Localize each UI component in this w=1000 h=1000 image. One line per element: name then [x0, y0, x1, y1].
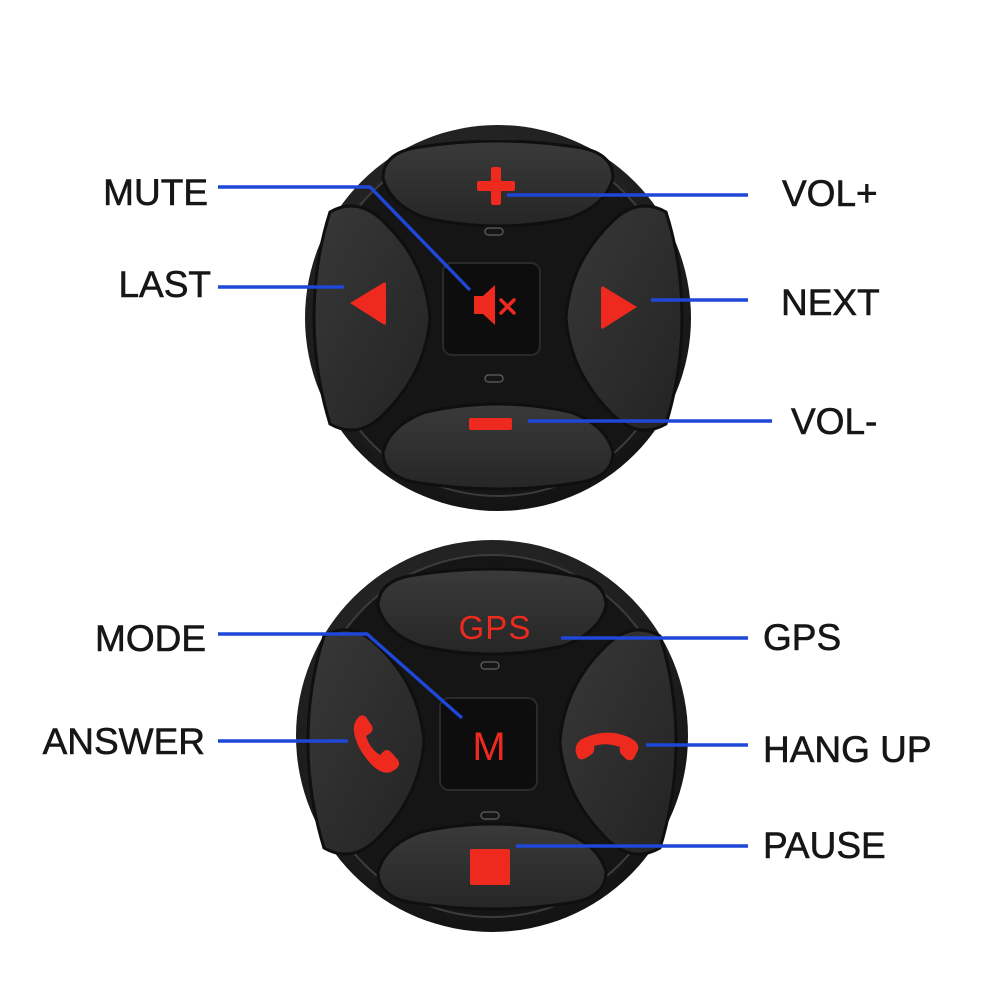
callout-labels: MUTE LAST VOL+ NEXT VOL- MODE ANSWER GPS…	[42, 172, 932, 867]
button-indicator	[480, 811, 500, 820]
mute-leader	[218, 185, 472, 292]
answer-label: ANSWER	[43, 721, 205, 762]
vol-minus-label: VOL-	[791, 401, 877, 442]
vol-plus-label: VOL+	[782, 173, 878, 214]
next-label: NEXT	[781, 282, 880, 323]
leader-lines	[218, 185, 772, 848]
last-label: LAST	[118, 264, 211, 305]
pause-label: PAUSE	[763, 825, 886, 866]
button-indicator	[480, 661, 500, 670]
gps-button[interactable]	[376, 567, 608, 656]
vol-minus-button[interactable]	[381, 402, 615, 491]
mode-button[interactable]	[439, 697, 538, 791]
stop-square-icon	[470, 849, 510, 885]
speaker-mute-icon	[474, 285, 516, 325]
bottom-remote: GPS M	[296, 540, 688, 932]
button-indicator	[484, 227, 504, 236]
plus-icon	[477, 167, 515, 205]
hang-up-label: HANG UP	[763, 729, 932, 770]
triangle-right-icon	[601, 286, 637, 329]
mute-label: MUTE	[103, 172, 208, 213]
triangle-left-icon	[350, 282, 386, 325]
gps-button-text: GPS	[459, 609, 532, 646]
top-remote	[305, 125, 691, 511]
phone-answer-icon	[353, 715, 400, 773]
mode-button-text: M	[472, 725, 505, 769]
next-button[interactable]	[564, 204, 684, 432]
last-button[interactable]	[312, 204, 432, 432]
mode-label: MODE	[95, 618, 206, 659]
phone-hangup-icon	[575, 732, 639, 761]
button-indicator	[484, 374, 504, 383]
mode-leader	[218, 632, 464, 720]
minus-icon	[469, 418, 512, 430]
gps-label: GPS	[763, 617, 841, 658]
